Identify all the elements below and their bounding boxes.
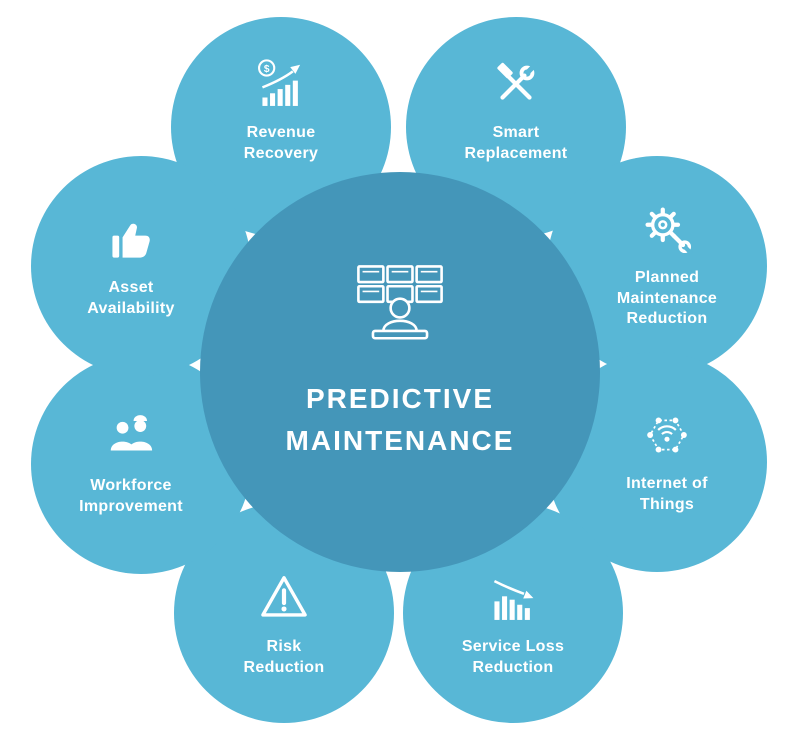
petal-label: Workforce Improvement — [79, 477, 183, 515]
petal-label: Revenue Recovery — [243, 124, 319, 162]
declining-bars-icon — [486, 571, 540, 625]
center-circle: PREDICTIVE MAINTENANCE — [200, 172, 600, 572]
iot-network-icon — [640, 408, 694, 462]
warning-triangle-icon — [257, 571, 311, 625]
operator-control-room-icon — [348, 262, 452, 350]
dollar-growth-chart-icon: $ — [254, 57, 308, 111]
svg-text:$: $ — [264, 64, 270, 75]
petal-service-loss-reduction: Service Loss Reduction — [403, 503, 623, 723]
petal-label: Internet of Things — [626, 475, 708, 513]
petal-label: Smart Replacement — [464, 124, 568, 162]
thumbs-up-icon — [104, 212, 158, 266]
crossed-tools-icon — [489, 57, 543, 111]
petal-label: Asset Availability — [87, 279, 175, 317]
workers-icon — [104, 410, 158, 464]
gear-wrench-icon — [640, 202, 694, 256]
petal-label: Risk Reduction — [243, 638, 325, 676]
petal-label: Service Loss Reduction — [461, 638, 565, 676]
petal-label: Planned Maintenance Reduction — [616, 268, 718, 328]
diagram-title: PREDICTIVE MAINTENANCE — [285, 383, 515, 456]
